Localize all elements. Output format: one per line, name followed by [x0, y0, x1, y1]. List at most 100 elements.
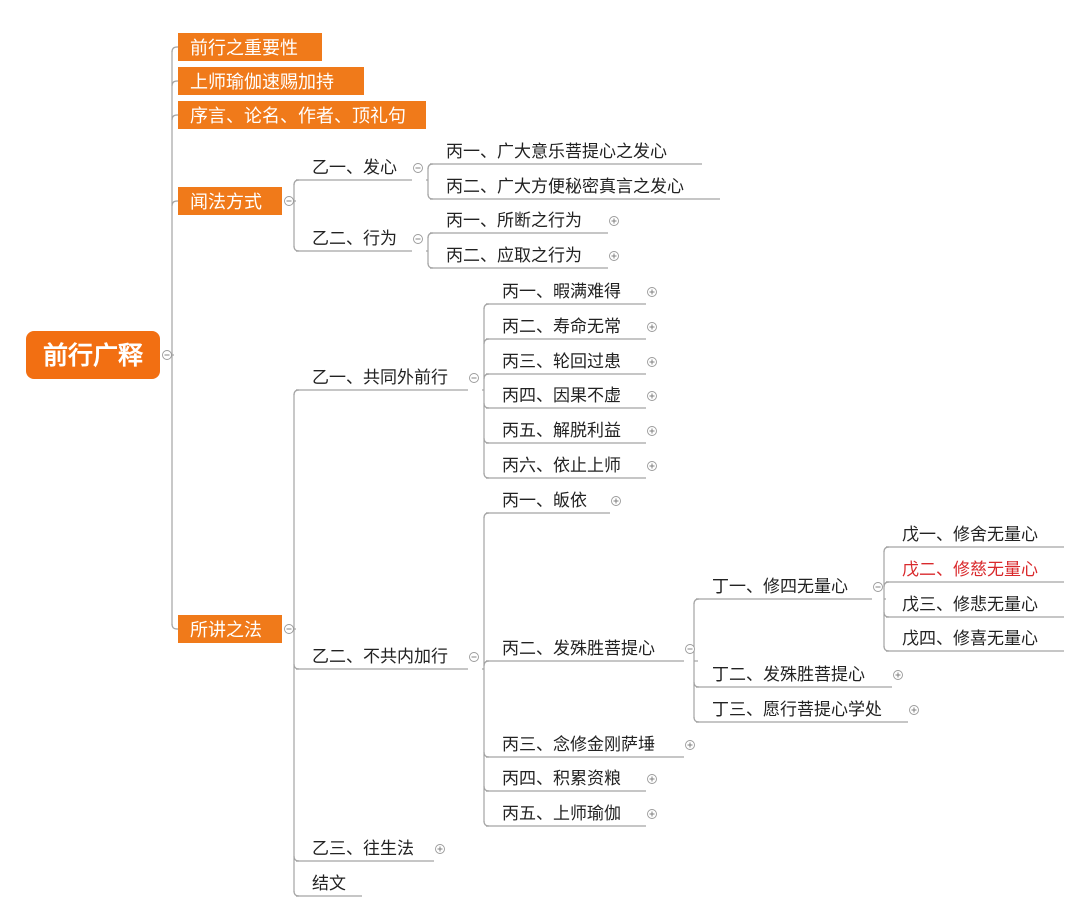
topic-label: 丙二、发殊胜菩提心	[502, 639, 655, 659]
collapse-icon[interactable]	[413, 163, 423, 173]
topic-label: 乙一、共同外前行	[312, 368, 448, 388]
topic-label: 丙一、暇满难得	[502, 282, 621, 302]
expand-icon[interactable]	[435, 844, 445, 854]
node-a2[interactable]: 上师瑜伽速赐加持	[178, 67, 364, 95]
expand-icon[interactable]	[647, 357, 657, 367]
connector-branch	[171, 200, 178, 207]
connector-branch	[883, 546, 890, 553]
node-a5[interactable]: 所讲之法	[178, 615, 282, 643]
node-g1[interactable]: 戊一、修舍无量心	[886, 525, 1064, 548]
node-b1[interactable]: 乙一、发心	[296, 158, 412, 181]
connector-branch	[883, 581, 890, 588]
topic-label: 丁三、愿行菩提心学处	[712, 700, 882, 720]
node-a1[interactable]: 前行之重要性	[178, 33, 322, 61]
connector-branch	[693, 681, 700, 688]
expand-icon[interactable]	[685, 740, 695, 750]
node-g4[interactable]: 戊四、修喜无量心	[886, 629, 1064, 652]
branch-node-box	[178, 67, 364, 95]
expand-icon[interactable]	[647, 426, 657, 436]
collapse-icon[interactable]	[162, 350, 172, 360]
topic-label: 丙四、因果不虚	[502, 386, 621, 406]
node-b2[interactable]: 乙二、行为	[296, 229, 412, 252]
collapse-icon[interactable]	[685, 644, 695, 654]
node-f1[interactable]: 丁一、修四无量心	[696, 577, 872, 600]
connector-branch	[483, 338, 490, 345]
expand-icon[interactable]	[893, 670, 903, 680]
node-c1[interactable]: 丙一、广大意乐菩提心之发心	[430, 142, 702, 165]
node-d6[interactable]: 丙六、依止上师	[486, 456, 646, 479]
topic-label: 乙一、发心	[312, 158, 397, 178]
node-e4[interactable]: 丙四、积累资粮	[486, 769, 646, 792]
connector-branch	[883, 611, 890, 618]
connector-branch	[293, 855, 300, 862]
topic-label: 丙三、念修金刚萨埵	[502, 734, 655, 755]
node-c4[interactable]: 丙二、应取之行为	[430, 246, 608, 269]
node-d4[interactable]: 丙四、因果不虚	[486, 386, 646, 409]
node-d3[interactable]: 丙三、轮回过患	[486, 352, 646, 375]
topic-label: 丙一、广大意乐菩提心之发心	[446, 142, 667, 162]
connector-branch	[483, 402, 490, 409]
topic-label: 丙六、依止上师	[502, 456, 621, 476]
topic-label: 丁一、修四无量心	[712, 577, 848, 597]
expand-icon[interactable]	[647, 774, 657, 784]
collapse-icon[interactable]	[469, 373, 479, 383]
connector-branch	[483, 437, 490, 444]
branch-node-box	[178, 33, 322, 61]
branch-node-label: 闻法方式	[190, 192, 262, 213]
connector-branch	[427, 193, 434, 200]
node-b4[interactable]: 乙二、不共内加行	[296, 647, 468, 670]
expand-icon[interactable]	[647, 809, 657, 819]
topic-label: 丙一、所断之行为	[446, 211, 582, 231]
connector-branch	[293, 245, 300, 252]
collapse-icon[interactable]	[469, 652, 479, 662]
expand-icon[interactable]	[647, 287, 657, 297]
collapse-icon[interactable]	[284, 624, 294, 634]
connector-branch	[293, 179, 300, 186]
node-e2[interactable]: 丙二、发殊胜菩提心	[486, 639, 684, 662]
branch-node-label: 序言、论名、作者、顶礼句	[190, 106, 406, 127]
expand-icon[interactable]	[909, 705, 919, 715]
expand-icon[interactable]	[611, 496, 621, 506]
collapse-icon[interactable]	[413, 234, 423, 244]
connector-branch	[171, 114, 178, 121]
node-a4[interactable]: 闻法方式	[178, 187, 282, 215]
node-c3[interactable]: 丙一、所断之行为	[430, 211, 608, 234]
expand-icon[interactable]	[647, 461, 657, 471]
topic-label: 乙二、不共内加行	[312, 647, 448, 667]
node-b3[interactable]: 乙一、共同外前行	[296, 368, 468, 391]
expand-icon[interactable]	[647, 391, 657, 401]
node-d2[interactable]: 丙二、寿命无常	[486, 317, 646, 340]
topic-label: 戊三、修悲无量心	[902, 595, 1038, 615]
connector-branch	[483, 660, 490, 667]
node-f3[interactable]: 丁三、愿行菩提心学处	[696, 700, 908, 723]
node-c2[interactable]: 丙二、广大方便秘密真言之发心	[430, 177, 720, 200]
node-e5[interactable]: 丙五、上师瑜伽	[486, 804, 646, 827]
node-e3[interactable]: 丙三、念修金刚萨埵	[486, 734, 684, 758]
branch-node-box	[178, 101, 426, 129]
topic-label: 戊一、修舍无量心	[902, 525, 1038, 545]
node-d5[interactable]: 丙五、解脱利益	[486, 421, 646, 444]
node-a3[interactable]: 序言、论名、作者、顶礼句	[178, 101, 426, 129]
node-b5[interactable]: 乙三、往生法	[296, 839, 434, 862]
root-node-label: 前行广释	[43, 341, 144, 370]
connector-branch	[483, 303, 490, 310]
node-b6[interactable]: 结文	[296, 874, 362, 897]
node-e1[interactable]: 丙一、皈依	[486, 491, 610, 514]
node-root[interactable]: 前行广释	[26, 331, 160, 379]
connector-branch	[483, 472, 490, 479]
connector-branch	[483, 512, 490, 519]
topic-label: 丙二、寿命无常	[502, 317, 621, 337]
expand-icon[interactable]	[609, 216, 619, 226]
node-f2[interactable]: 丁二、发殊胜菩提心	[696, 665, 892, 688]
node-d1[interactable]: 丙一、暇满难得	[486, 282, 646, 305]
collapse-icon[interactable]	[284, 196, 294, 206]
expand-icon[interactable]	[647, 322, 657, 332]
connector-branch	[693, 598, 700, 605]
collapse-icon[interactable]	[873, 582, 883, 592]
expand-icon[interactable]	[609, 251, 619, 261]
node-g3[interactable]: 戊三、修悲无量心	[886, 595, 1064, 618]
node-g2[interactable]: 戊二、修慈无量心	[886, 560, 1064, 583]
connector-branch	[483, 751, 490, 758]
